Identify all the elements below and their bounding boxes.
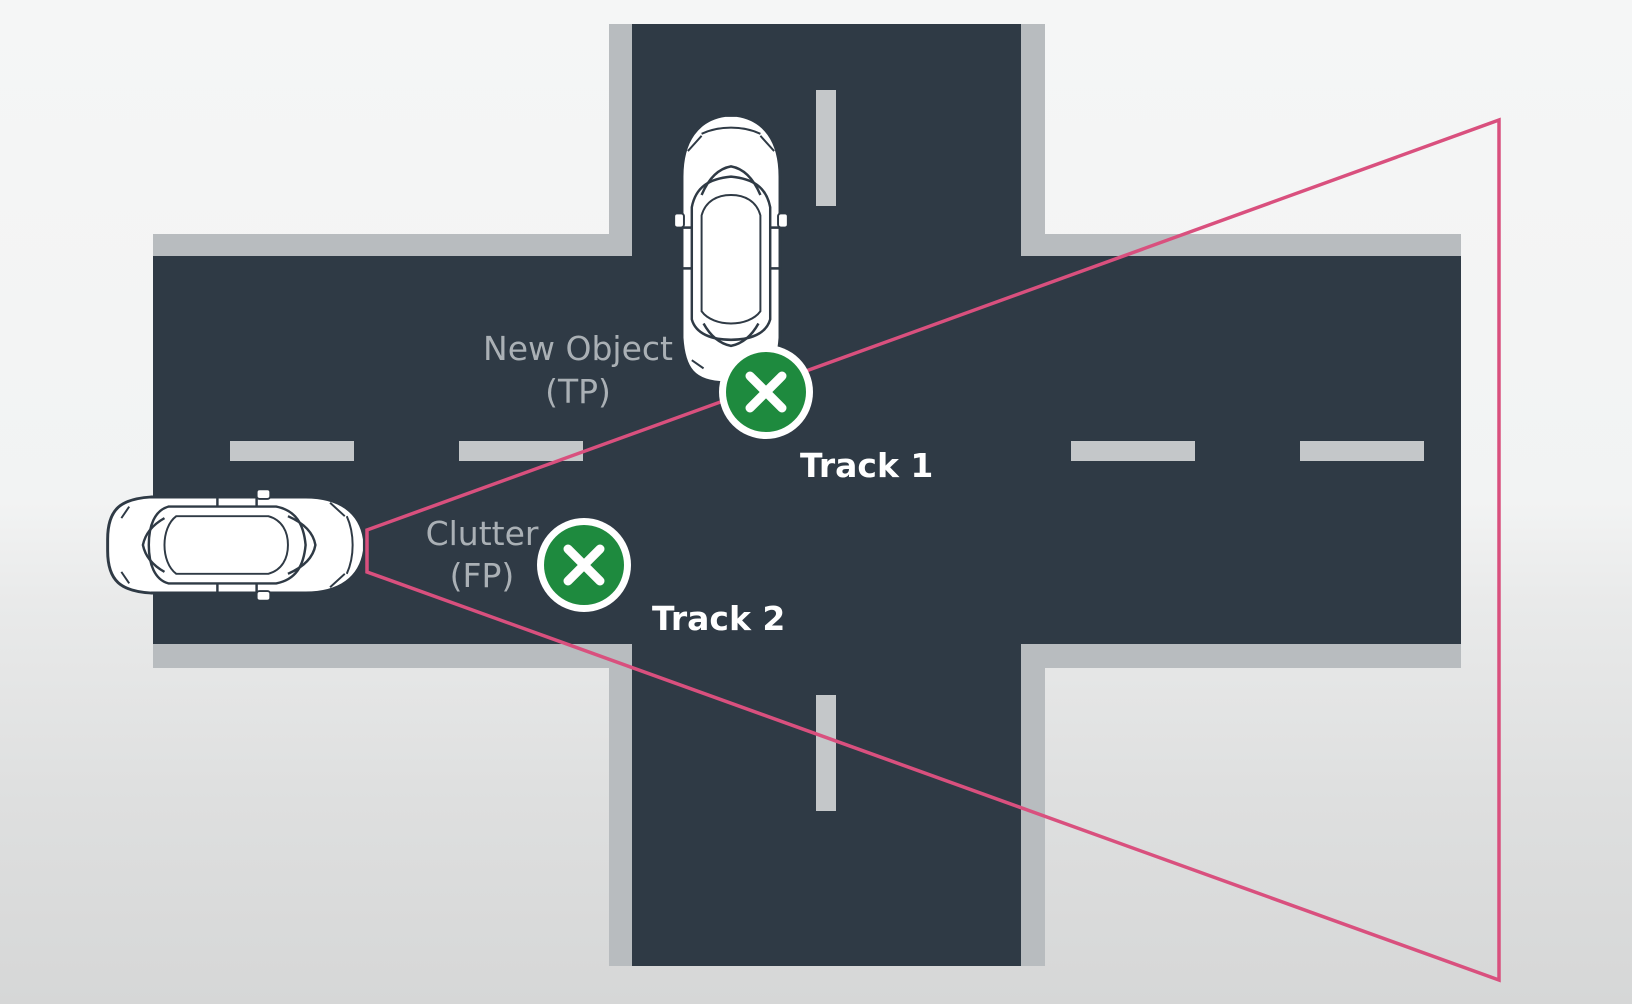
road xyxy=(153,24,1461,966)
lane-dash xyxy=(459,441,583,461)
track-2-label: Track 2 xyxy=(652,599,785,638)
lane-dash xyxy=(1071,441,1195,461)
clutter-sublabel: (FP) xyxy=(450,556,515,595)
ego-vehicle-icon xyxy=(106,487,366,603)
new-object-label: New Object xyxy=(483,329,673,368)
track-2-marker xyxy=(537,518,631,612)
lane-dash xyxy=(816,90,836,206)
lane-markings xyxy=(230,90,1424,811)
sensor-fov xyxy=(365,117,1501,983)
new-object-sublabel: (TP) xyxy=(545,372,611,411)
lane-dash xyxy=(230,441,354,461)
track-1-marker xyxy=(719,345,813,439)
lane-dash xyxy=(1300,441,1424,461)
clutter-label: Clutter xyxy=(426,514,539,553)
lane-dash xyxy=(816,695,836,811)
other-vehicle-icon xyxy=(672,113,790,385)
track-1-label: Track 1 xyxy=(800,446,933,485)
